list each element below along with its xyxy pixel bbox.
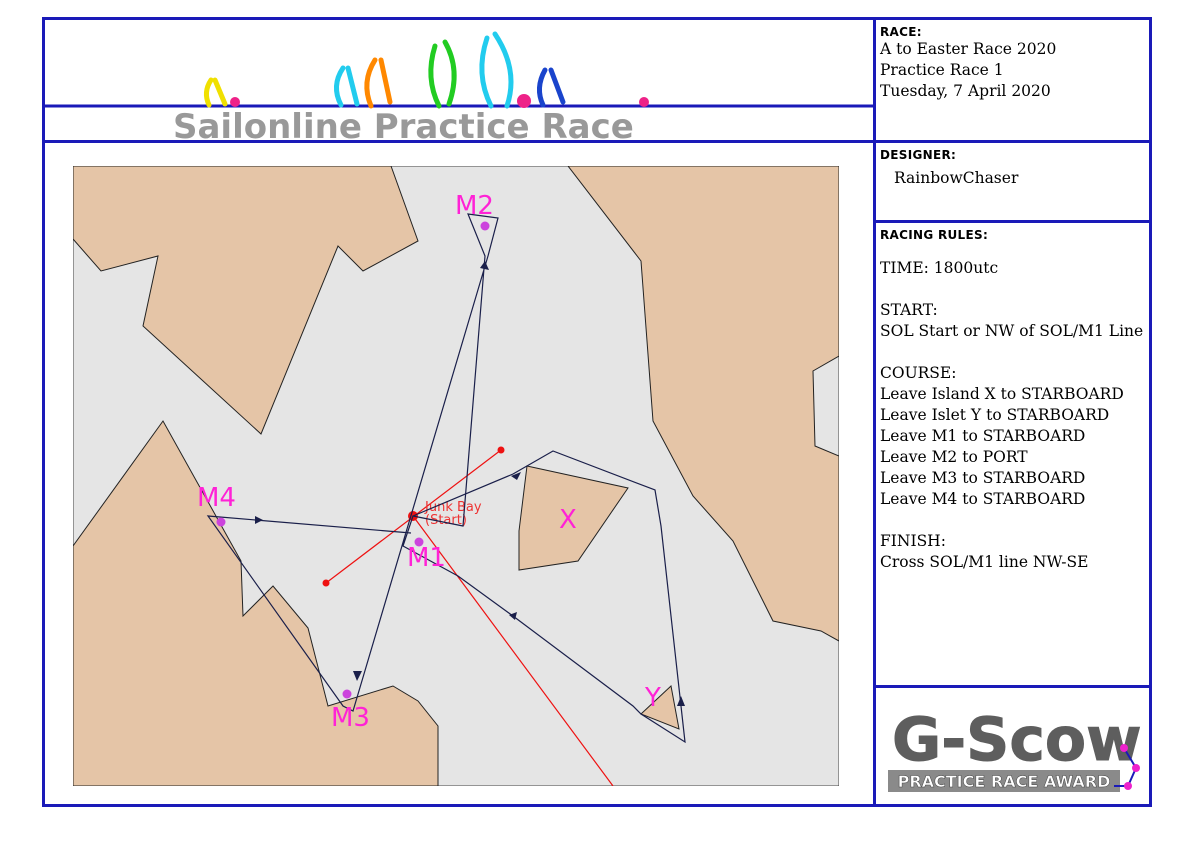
rules-course-heading: COURSE:	[880, 364, 957, 382]
start-label: Junk Bay	[424, 500, 482, 515]
award-title: G-Scow	[892, 705, 1142, 775]
mark-label-y: Y	[644, 683, 661, 713]
race-divider	[876, 140, 1152, 143]
rules-panel: RACING RULES: TIME: 1800utc START: SOL S…	[876, 223, 1152, 685]
rules-course-item: Leave Islet Y to STARBOARD	[880, 406, 1110, 424]
mark-label-m2: M2	[455, 191, 494, 221]
islet-y	[640, 685, 680, 730]
rules-course-item: Leave M1 to STARBOARD	[880, 427, 1086, 445]
designer-name: RainbowChaser	[894, 169, 1019, 187]
designer-divider	[876, 220, 1152, 223]
rules-course-item: Leave M2 to PORT	[880, 448, 1028, 466]
race-route	[206, 213, 686, 744]
rules-course-item: Leave Island X to STARBOARD	[880, 385, 1124, 403]
rules-finish-text: Cross SOL/M1 line NW-SE	[880, 553, 1089, 571]
header-divider	[45, 140, 873, 143]
start-line-end	[322, 579, 330, 587]
award-banner	[888, 770, 1120, 792]
rules-course-item: Leave M4 to STARBOARD	[880, 490, 1086, 508]
race-card-frame: Sailonline Practice Race RACE: A to East…	[42, 17, 1152, 807]
mark-m1-icon	[414, 537, 424, 547]
race-date: Tuesday, 7 April 2020	[880, 82, 1051, 100]
rules-time: TIME: 1800utc	[880, 259, 999, 277]
route-arrows	[255, 261, 685, 706]
mark-m2-icon	[480, 221, 490, 231]
rules-heading: RACING RULES:	[880, 228, 989, 242]
sailonline-logo: Sailonline Practice Race	[45, 31, 873, 140]
rules-course-item: Leave M3 to STARBOARD	[880, 469, 1086, 487]
course-map[interactable]: Junk Bay (Start) M1 M2 M3 M4 X Y	[73, 166, 839, 786]
award-logo: G-Scow PRACTICE RACE AWARD	[888, 705, 1142, 792]
logo-title: Sailonline Practice Race	[173, 107, 634, 140]
mark-m4-icon	[216, 517, 226, 527]
rules-finish-heading: FINISH:	[880, 532, 946, 550]
course-marks	[216, 221, 490, 699]
designer-heading: DESIGNER:	[880, 148, 957, 162]
rules-divider	[876, 685, 1152, 688]
mark-label-m4: M4	[197, 483, 236, 513]
sails-icon	[203, 31, 566, 109]
rules-start-text: SOL Start or NW of SOL/M1 Line	[880, 322, 1144, 340]
island-x	[518, 465, 629, 571]
race-heading: RACE:	[880, 25, 922, 39]
mark-label-x: X	[559, 505, 577, 535]
award-subtitle: PRACTICE RACE AWARD	[898, 772, 1111, 791]
mark-m3-icon	[342, 689, 352, 699]
column-divider	[873, 20, 876, 804]
start-line-end	[497, 446, 505, 454]
mark-label-m3: M3	[331, 703, 370, 733]
designer-panel: DESIGNER: RainbowChaser	[876, 143, 1152, 220]
mark-label-m1: M1	[407, 543, 446, 573]
scow-icon	[1114, 747, 1138, 787]
race-name: A to Easter Race 2020	[880, 40, 1057, 58]
race-panel: RACE: A to Easter Race 2020 Practice Rac…	[876, 20, 1152, 140]
land-masses	[73, 166, 839, 786]
rules-start-heading: START:	[880, 301, 938, 319]
race-subtitle: Practice Race 1	[880, 61, 1004, 79]
